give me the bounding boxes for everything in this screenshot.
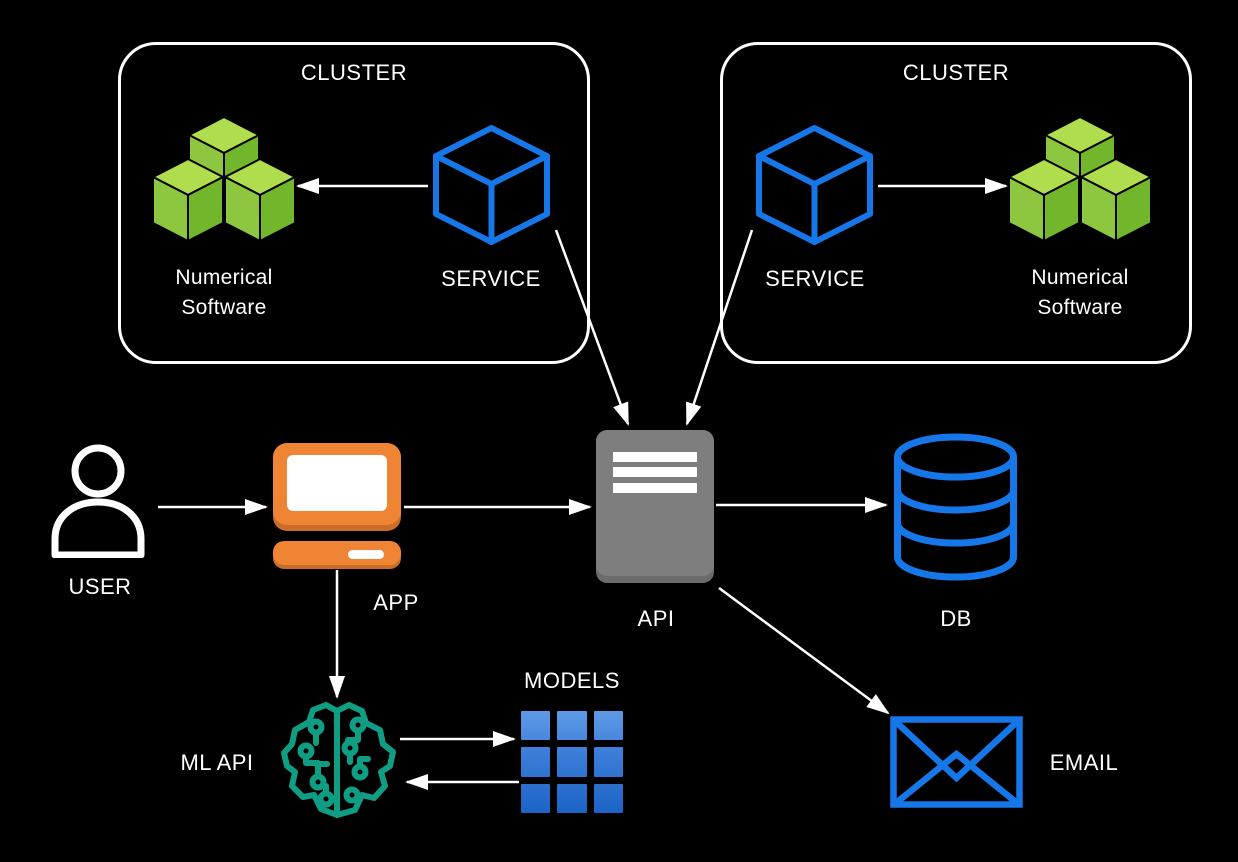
model-cell <box>557 747 587 777</box>
app-laptop-icon <box>273 443 401 569</box>
model-cell <box>593 783 623 813</box>
numerical-software-right-line1: Numerical <box>1031 266 1129 289</box>
cluster-left-box <box>118 42 590 364</box>
arrow-api-to-email <box>718 586 890 715</box>
ml-api-label: ML API <box>180 750 254 775</box>
cluster-left-title: CLUSTER <box>300 60 408 85</box>
model-cell <box>593 747 623 777</box>
model-cell <box>557 783 587 813</box>
service-left-cube-icon <box>433 125 550 245</box>
email-envelope-icon <box>890 716 1023 808</box>
db-label: DB <box>940 606 972 631</box>
numerical-software-left-label: Numerical Software <box>152 263 296 323</box>
api-server-icon <box>596 430 714 583</box>
ml-api-brain-circuit-icon <box>281 702 396 818</box>
model-cell <box>557 711 587 741</box>
model-cell <box>521 747 551 777</box>
service-right-label: SERVICE <box>765 266 865 291</box>
db-database-icon <box>894 433 1017 581</box>
user-label: USER <box>68 574 132 599</box>
service-left-label: SERVICE <box>441 266 541 291</box>
numerical-software-right-cubes-icon <box>1008 116 1152 242</box>
numerical-software-left-line1: Numerical <box>175 266 273 289</box>
user-icon <box>51 444 145 558</box>
models-grid-icon <box>521 711 623 813</box>
numerical-software-left-line2: Software <box>181 296 267 319</box>
numerical-software-left-cubes-icon <box>152 116 296 242</box>
numerical-software-right-line2: Software <box>1037 296 1123 319</box>
model-cell <box>521 783 551 813</box>
api-label: API <box>637 606 675 631</box>
service-right-cube-icon <box>756 125 873 245</box>
models-label: MODELS <box>524 668 620 693</box>
email-label: EMAIL <box>1049 750 1119 775</box>
model-cell <box>521 711 551 741</box>
numerical-software-right-label: Numerical Software <box>1008 263 1152 323</box>
cluster-right-title: CLUSTER <box>902 60 1010 85</box>
model-cell <box>593 711 623 741</box>
cluster-right-box <box>720 42 1192 364</box>
app-label: APP <box>373 590 419 615</box>
